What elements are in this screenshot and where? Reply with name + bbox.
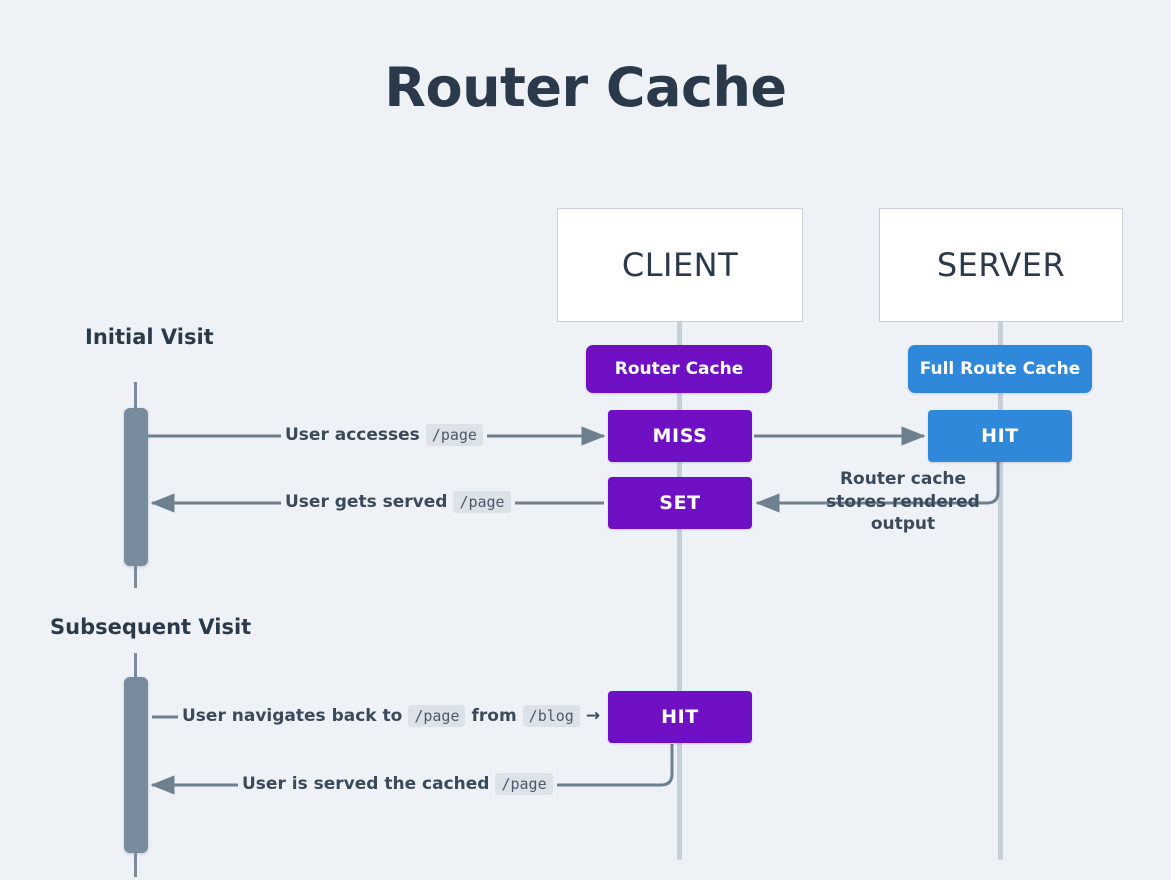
participant-client-label: CLIENT: [621, 246, 739, 284]
actor-stem-subsequent-bottom: [134, 851, 137, 877]
message-text: User navigates back to: [182, 706, 403, 726]
activation-bar-initial-visit[interactable]: [124, 408, 148, 566]
note-router-cache-stores: Router cache stores rendered output: [818, 468, 988, 536]
message-user-gets-served-page: User gets served /page: [281, 491, 515, 513]
actor-stem-subsequent-top: [134, 653, 137, 679]
message-text: User accesses: [285, 425, 420, 445]
state-box-client-miss-label: MISS: [652, 425, 708, 447]
section-label-initial-visit: Initial Visit: [85, 325, 214, 349]
state-box-client-set[interactable]: SET: [608, 477, 752, 529]
badge-full-route-cache[interactable]: Full Route Cache: [908, 345, 1092, 393]
note-line: output: [870, 514, 936, 535]
note-line: stores rendered: [826, 491, 980, 512]
message-user-served-cached-page: User is served the cached /page: [238, 773, 557, 795]
message-code-page: /page: [425, 424, 483, 446]
message-user-navigates-back: User navigates back to /page from /blog …: [178, 705, 605, 727]
activation-bar-subsequent-visit[interactable]: [124, 677, 148, 853]
message-text: User gets served: [285, 492, 448, 512]
section-label-subsequent-visit: Subsequent Visit: [50, 615, 252, 639]
message-text-from: from: [471, 706, 517, 726]
message-text: User is served the cached: [242, 774, 490, 794]
message-code-page: /page: [495, 773, 553, 795]
message-user-accesses-page: User accesses /page: [281, 424, 487, 446]
lifeline-client: [677, 320, 682, 860]
note-line: Router cache: [839, 469, 967, 489]
state-box-client-set-label: SET: [659, 492, 701, 514]
state-box-client-miss[interactable]: MISS: [608, 410, 752, 462]
state-box-server-hit-label: HIT: [981, 425, 1019, 447]
participant-client[interactable]: CLIENT: [557, 208, 803, 322]
message-code-page: /page: [453, 491, 511, 513]
state-box-server-hit[interactable]: HIT: [928, 410, 1072, 462]
message-code-page: /page: [408, 705, 466, 727]
badge-full-route-cache-label: Full Route Cache: [919, 359, 1081, 379]
actor-stem-initial-top: [134, 382, 137, 410]
badge-router-cache-label: Router Cache: [614, 359, 744, 379]
participant-server[interactable]: SERVER: [879, 208, 1123, 322]
badge-router-cache[interactable]: Router Cache: [586, 345, 772, 393]
arrow-right-icon: →: [585, 706, 601, 726]
participant-server-label: SERVER: [936, 246, 1066, 284]
message-code-blog: /blog: [522, 705, 580, 727]
actor-stem-initial-bottom: [134, 564, 137, 588]
state-box-client-hit[interactable]: HIT: [608, 691, 752, 743]
lifeline-server: [998, 320, 1003, 860]
page-title: Router Cache: [384, 56, 787, 119]
state-box-client-hit-label: HIT: [661, 706, 699, 728]
